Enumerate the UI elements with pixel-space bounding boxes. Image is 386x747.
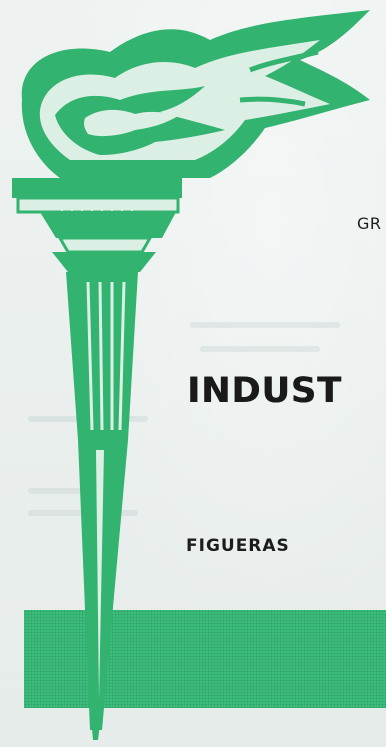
company-title: INDUST <box>187 371 342 411</box>
show-through-line <box>190 322 340 328</box>
torch-cup <box>12 178 182 238</box>
torch-flame <box>21 10 370 178</box>
green-band <box>24 610 386 708</box>
show-through-line <box>200 346 320 352</box>
show-through-line <box>28 488 118 494</box>
header-text-fragment: GR <box>357 214 382 233</box>
torch-handle <box>52 236 156 740</box>
city-label: FIGUERAS <box>186 536 290 556</box>
